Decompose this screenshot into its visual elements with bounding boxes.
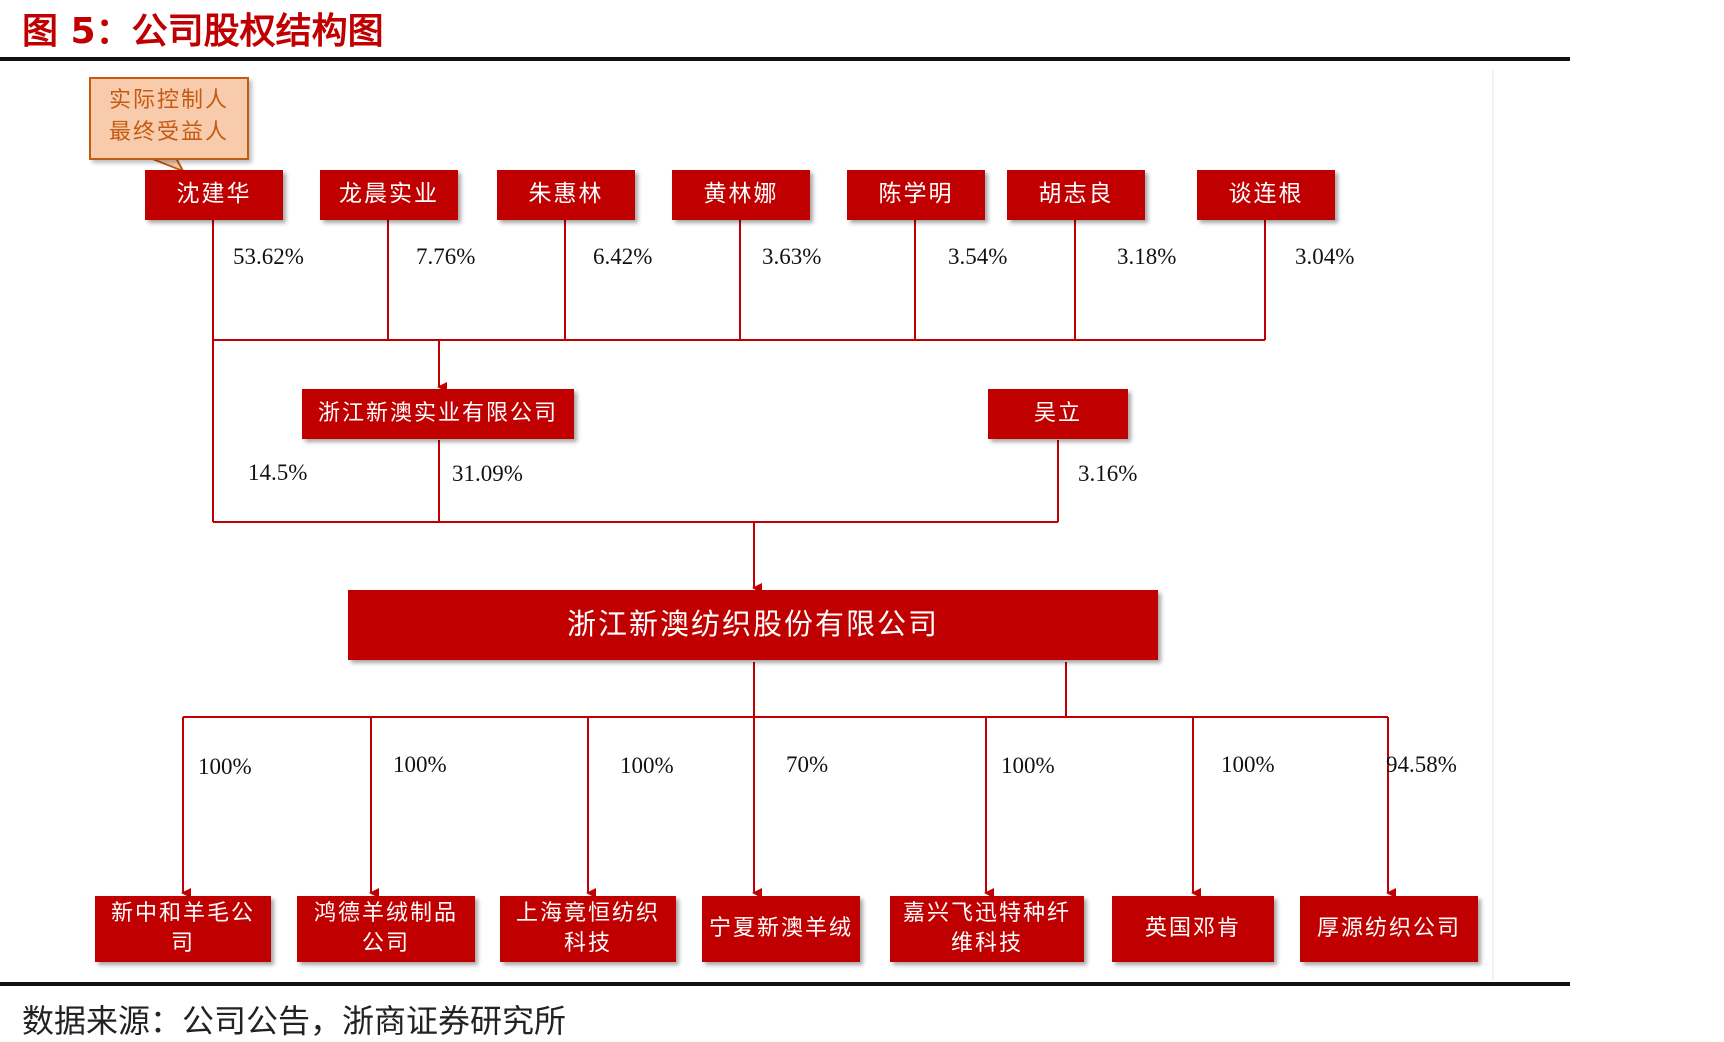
subsidiary-name: 厚源纺织公司	[1316, 916, 1461, 942]
holder-box: 陈学明	[847, 170, 985, 220]
wu-li-pct: 3.16%	[1078, 461, 1138, 486]
subsidiary-pct: 70%	[786, 752, 829, 777]
subsidiary-name: 鸿德羊绒制品公司	[313, 901, 458, 956]
subsidiary-box: 英国邓肯	[1112, 896, 1274, 962]
holder-name: 陈学明	[878, 181, 954, 208]
holder-box: 胡志良	[1007, 170, 1145, 220]
subsidiary-pct: 100%	[620, 753, 674, 778]
holder-pct: 3.63%	[762, 244, 822, 269]
subsidiary-name: 宁夏新澳羊绒	[708, 916, 853, 942]
subsidiary-pct: 100%	[198, 754, 252, 779]
subsidiary-name: 英国邓肯	[1144, 916, 1241, 942]
subsidiary-pct: 100%	[393, 752, 447, 777]
subsidiary-box: 新中和羊毛公司	[95, 896, 271, 962]
subsidiary-box: 宁夏新澳羊绒	[702, 896, 860, 962]
holder-name: 龙晨实业	[339, 181, 439, 208]
holder-pct: 53.62%	[233, 244, 304, 269]
subsidiary-pct: 100%	[1221, 752, 1275, 777]
mid-company-name: 浙江新澳实业有限公司	[317, 401, 558, 427]
subsidiary-box: 厚源纺织公司	[1300, 896, 1478, 962]
wu-li-name: 吴立	[1033, 401, 1082, 427]
holder-pct: 3.18%	[1117, 244, 1177, 269]
bottom-rule	[0, 982, 1570, 986]
holder-box: 龙晨实业	[320, 170, 458, 220]
main-company-name: 浙江新澳纺织股份有限公司	[566, 607, 939, 642]
wu-li-box: 吴立	[988, 389, 1128, 439]
holder-pct: 3.54%	[948, 244, 1008, 269]
holder-pct: 7.76%	[416, 244, 476, 269]
mid-company-pct: 31.09%	[452, 461, 523, 486]
subsidiary-box: 上海竟恒纺织科技	[500, 896, 676, 962]
subsidiary-box: 鸿德羊绒制品公司	[297, 896, 475, 962]
holder-name: 黄林娜	[703, 181, 779, 208]
direct-stake-pct: 14.5%	[248, 460, 308, 485]
main-company-box: 浙江新澳纺织股份有限公司	[348, 590, 1158, 660]
subsidiary-pct: 94.58%	[1386, 752, 1457, 777]
mid-company-box: 浙江新澳实业有限公司	[302, 389, 574, 439]
subsidiary-name: 嘉兴飞迅特种纤维科技	[902, 901, 1071, 956]
subsidiary-box: 嘉兴飞迅特种纤维科技	[890, 896, 1084, 962]
figure-title: 图 5：公司股权结构图	[22, 11, 384, 52]
subsidiary-pct: 100%	[1001, 753, 1055, 778]
holder-name: 胡志良	[1038, 181, 1114, 208]
callout-text: 实际控制人 最终受益人	[108, 88, 229, 145]
holder-box: 朱惠林	[497, 170, 635, 220]
holder-pct: 3.04%	[1295, 244, 1355, 269]
subsidiary-name: 上海竟恒纺织科技	[515, 901, 660, 956]
holder-name: 沈建华	[176, 181, 252, 208]
top-rule	[0, 57, 1570, 61]
holder-box: 黄林娜	[672, 170, 810, 220]
holder-name: 朱惠林	[528, 181, 604, 208]
source-note: 数据来源：公司公告，浙商证券研究所	[22, 1002, 567, 1040]
controller-callout: 实际控制人 最终受益人	[89, 77, 249, 160]
subsidiary-name: 新中和羊毛公司	[110, 901, 255, 956]
holder-pct: 6.42%	[593, 244, 653, 269]
holder-box: 谈连根	[1197, 170, 1335, 220]
holder-box: 沈建华	[145, 170, 283, 220]
holder-name: 谈连根	[1228, 181, 1304, 208]
